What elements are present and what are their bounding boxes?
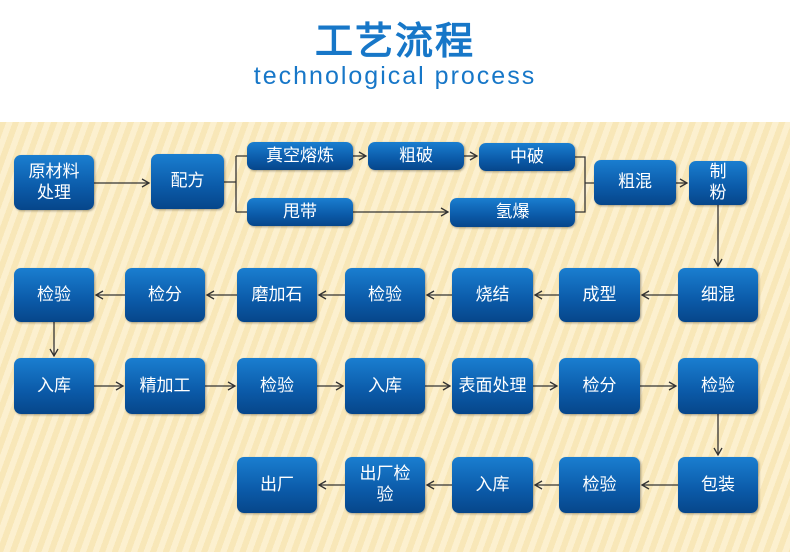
connector <box>575 156 594 213</box>
step-surface-treatment: 表面处理 <box>452 358 533 414</box>
step-hydrogen-decrepitation: 氢爆 <box>450 198 575 227</box>
step-inspection: 检验 <box>237 358 317 414</box>
step-coarse-mixing: 粗混 <box>594 160 676 205</box>
step-milling: 制粉 <box>689 161 747 205</box>
step-medium-crush: 中破 <box>479 143 575 171</box>
step-inspection: 检验 <box>559 457 640 513</box>
step-forming: 成型 <box>559 268 640 322</box>
step-sorting: 检分 <box>559 358 640 414</box>
connector <box>224 155 247 213</box>
step-fine-mixing: 细混 <box>678 268 758 322</box>
step-coarse-crush: 粗破 <box>368 142 464 170</box>
step-warehousing: 入库 <box>345 358 425 414</box>
step-packaging: 包装 <box>678 457 758 513</box>
page-title: 工艺流程 <box>314 19 475 63</box>
step-machining: 精加工 <box>125 358 205 414</box>
step-raw-material: 原材料处理 <box>14 155 94 210</box>
step-shipment: 出厂 <box>237 457 317 513</box>
step-sorting: 检分 <box>125 268 205 322</box>
step-sintering: 烧结 <box>452 268 533 322</box>
step-inspection: 检验 <box>345 268 425 322</box>
step-grinding: 磨加石 <box>237 268 317 322</box>
step-inspection: 检验 <box>678 358 758 414</box>
step-outgoing-inspection: 出厂检验 <box>345 457 425 513</box>
page-subtitle: technological process <box>253 62 537 90</box>
step-warehousing: 入库 <box>14 358 94 414</box>
step-strip-casting: 甩带 <box>247 198 353 226</box>
step-formula: 配方 <box>151 154 224 209</box>
step-warehousing: 入库 <box>452 457 533 513</box>
step-inspection: 检验 <box>14 268 94 322</box>
step-vacuum-melting: 真空熔炼 <box>247 142 353 170</box>
